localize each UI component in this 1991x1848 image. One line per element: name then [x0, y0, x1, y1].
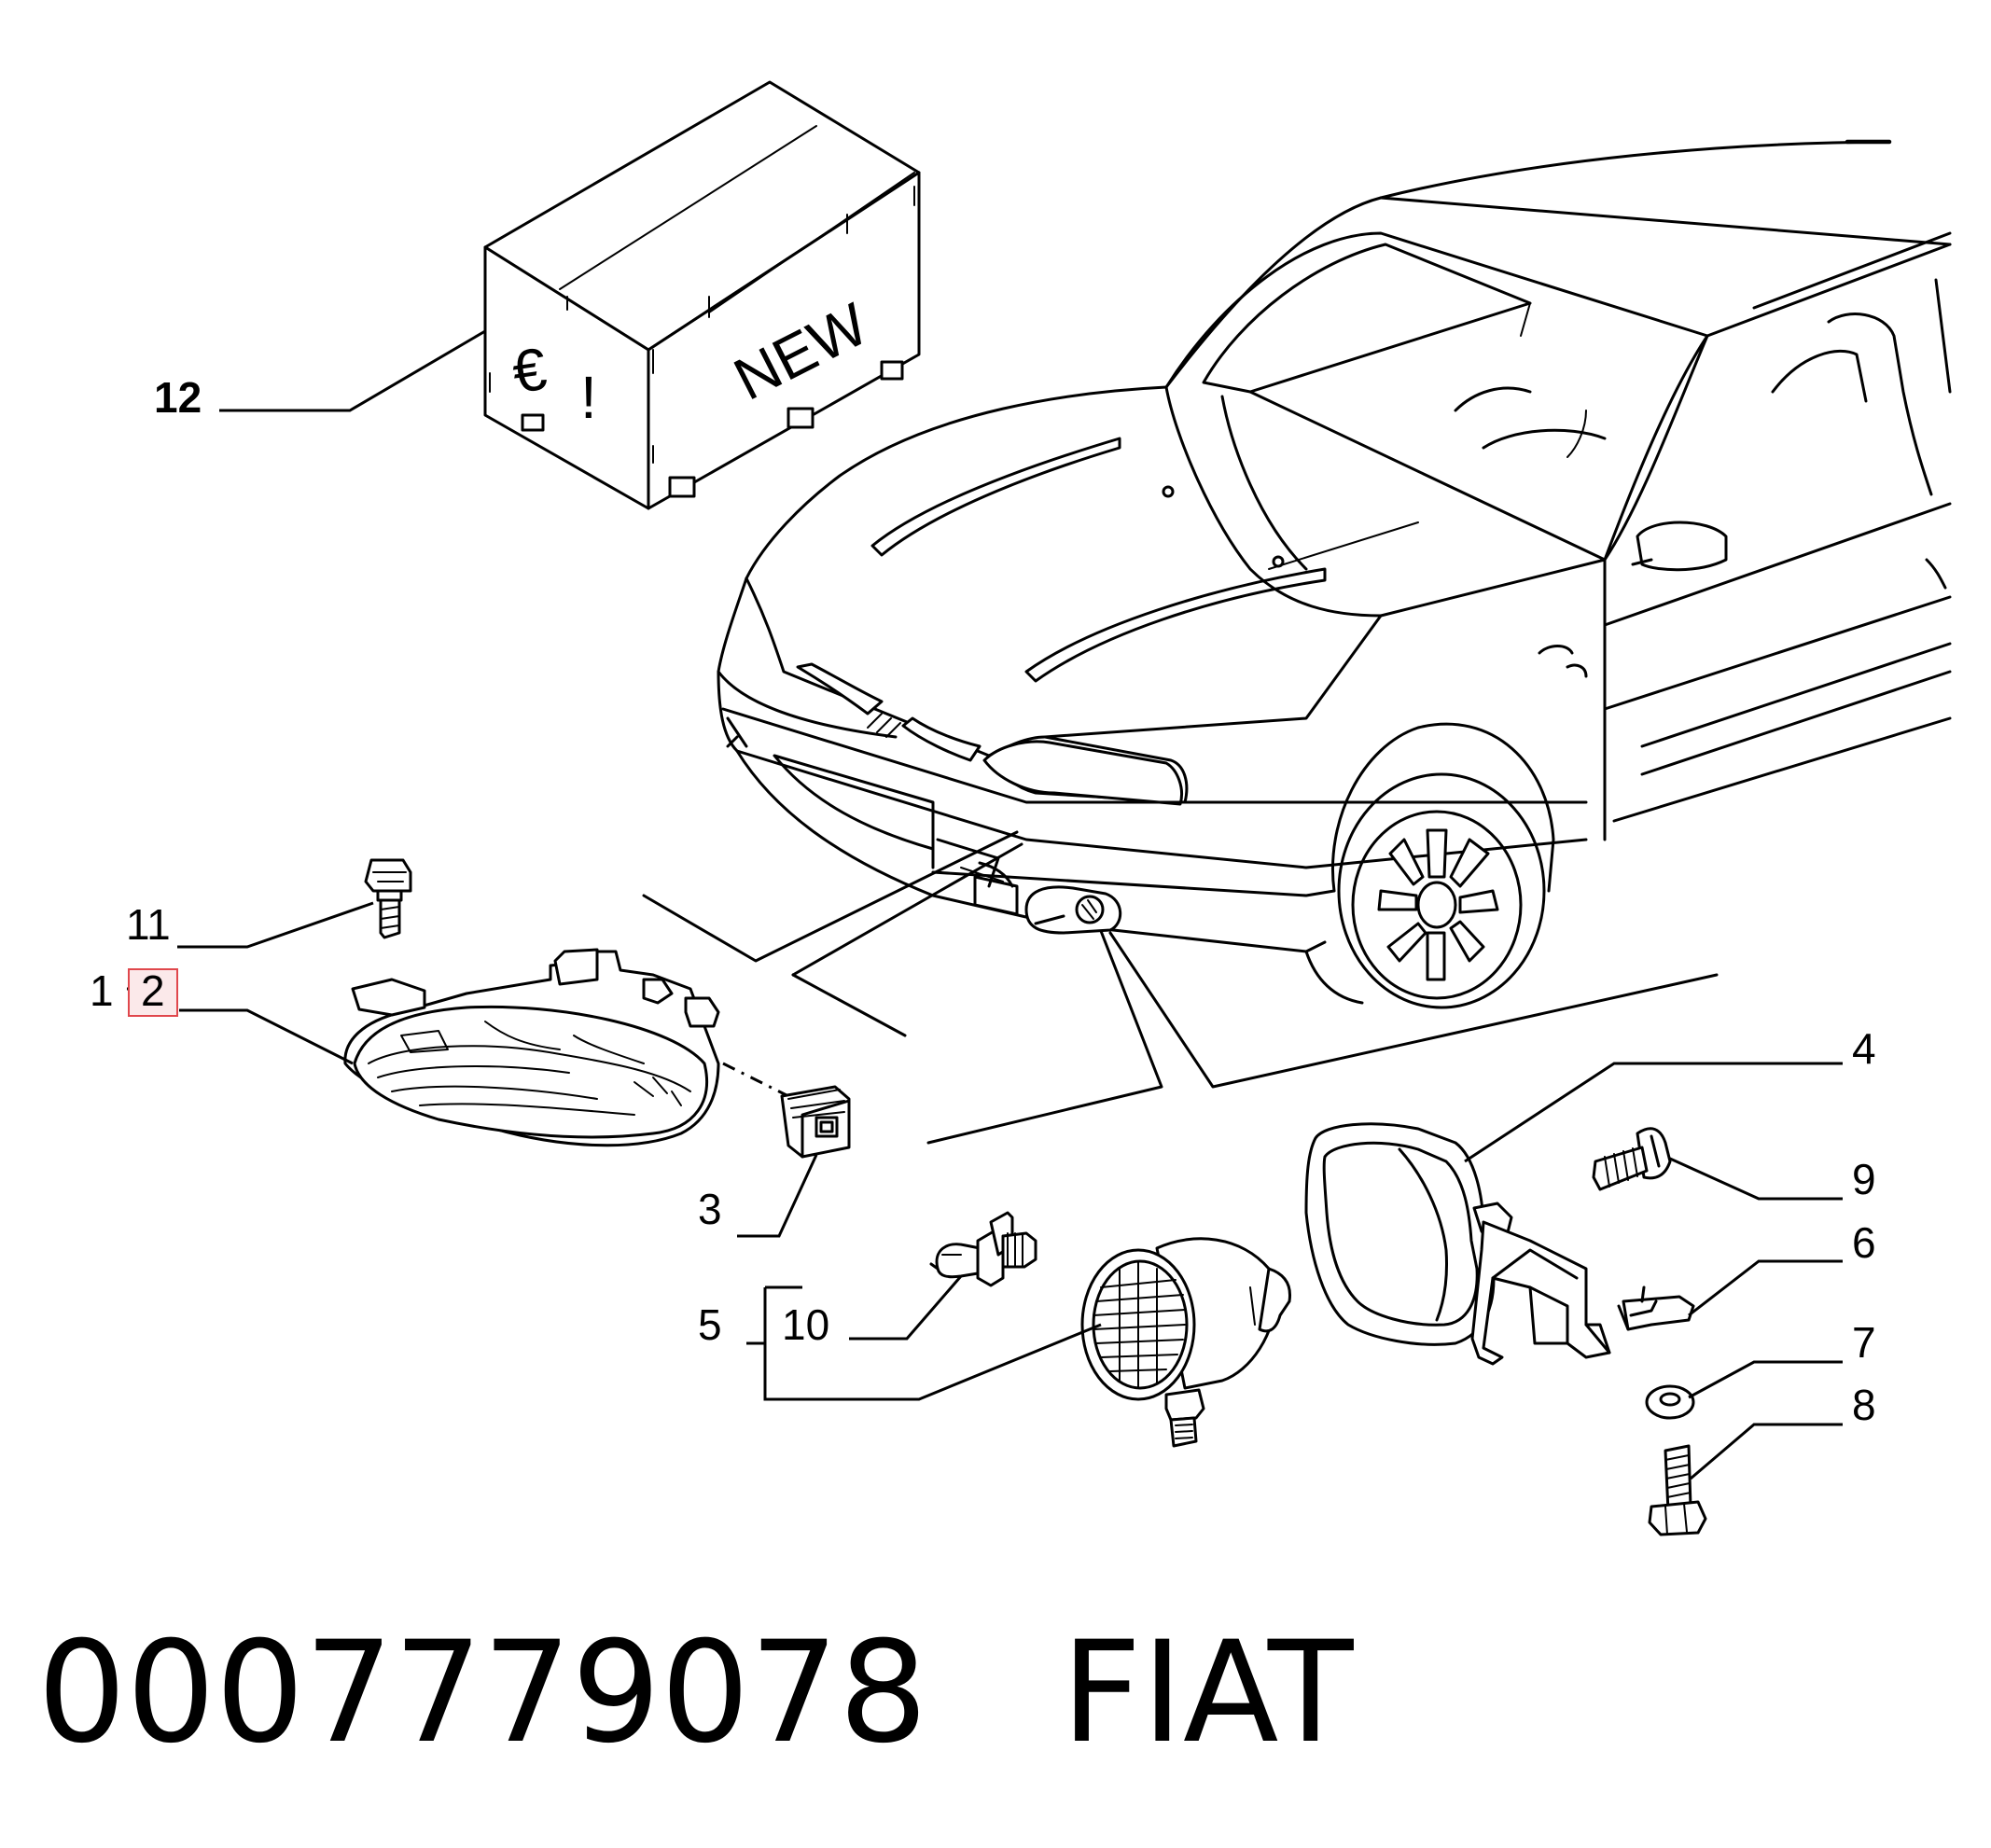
- fog-lamp-illustration: [1080, 1237, 1292, 1448]
- callout-11: 11: [126, 900, 171, 949]
- new-parts-box-illustration: € ! NEW: [483, 80, 921, 510]
- callout-7: 7: [1852, 1318, 1876, 1367]
- fog-lamp-bezel-illustration: [1304, 1122, 1611, 1366]
- part-number: 0007779078: [37, 1612, 928, 1774]
- assembly-lines: [642, 830, 1719, 1145]
- callout-4: 4: [1852, 1024, 1876, 1073]
- connector-illustration: [780, 1085, 851, 1159]
- washer-7-illustration: [1645, 1384, 1695, 1420]
- footer-part-number: 0007779078 FIAT: [37, 1623, 1354, 1763]
- callout-10: 10: [782, 1300, 829, 1349]
- callout-12: 12: [154, 373, 202, 422]
- callout-2-highlight-box: [128, 968, 178, 1017]
- callout-6: 6: [1852, 1218, 1876, 1267]
- callout-5: 5: [698, 1300, 722, 1349]
- bulb-illustration: [929, 1211, 1037, 1287]
- callout-1: 1: [90, 966, 114, 1015]
- bolt-8-illustration: [1648, 1444, 1707, 1536]
- callout-2: 2: [141, 966, 165, 1015]
- callout-9: 9: [1852, 1155, 1876, 1203]
- headlamp-illustration: [343, 948, 789, 1147]
- callout-8: 8: [1852, 1381, 1876, 1429]
- box-exclamation-mark: !: [580, 364, 597, 431]
- brand-name: FIAT: [1061, 1612, 1354, 1774]
- wheel-spokes: [1377, 828, 1499, 981]
- screw-9-illustration: [1592, 1127, 1672, 1191]
- screw-11-illustration: [364, 858, 412, 939]
- car-illustration: [717, 139, 1952, 1009]
- callout-numbers: 12 11 1 2 3 4 9 6 7 8 5 10: [90, 373, 1876, 1429]
- callout-3: 3: [698, 1185, 722, 1233]
- clip-6-illustration: [1617, 1285, 1695, 1331]
